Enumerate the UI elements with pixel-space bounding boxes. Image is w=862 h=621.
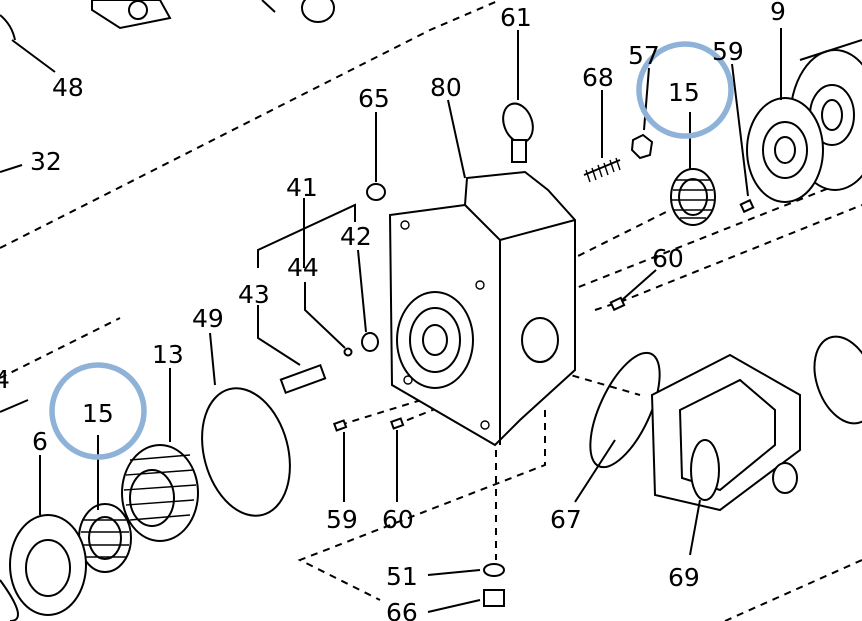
pin-60-bottom bbox=[389, 417, 405, 430]
pin-group-41 bbox=[257, 203, 379, 395]
highlight-circle-15-top bbox=[636, 41, 734, 139]
gear-15-top bbox=[670, 168, 716, 226]
callout-59-bottom: 59 bbox=[326, 505, 358, 534]
oring-right bbox=[813, 335, 862, 425]
plug-66 bbox=[483, 589, 505, 607]
callout-9: 9 bbox=[770, 0, 786, 26]
callout-32: 32 bbox=[30, 147, 62, 176]
callout-51: 51 bbox=[386, 562, 418, 591]
callout-43: 43 bbox=[238, 280, 270, 309]
callout-61: 61 bbox=[500, 3, 532, 32]
callout-60-bottom: 60 bbox=[382, 505, 414, 534]
gear-13 bbox=[121, 444, 199, 542]
top-left-parts bbox=[0, 0, 335, 41]
callout-66: 66 bbox=[386, 598, 418, 621]
pin-59-top bbox=[739, 198, 755, 214]
eyebolt-61 bbox=[502, 102, 534, 163]
callout-48: 48 bbox=[52, 73, 84, 102]
callout-labels: 48 32 61 9 57 59 68 15 65 80 41 42 44 43… bbox=[0, 0, 786, 621]
side-plate bbox=[746, 97, 824, 203]
callout-4: 4 bbox=[0, 365, 10, 394]
callout-41: 41 bbox=[286, 173, 318, 202]
leader-lines bbox=[0, 28, 782, 613]
callout-65: 65 bbox=[358, 84, 390, 113]
callout-42: 42 bbox=[340, 222, 372, 251]
callout-15-top: 15 bbox=[668, 78, 700, 107]
callout-60-right: 60 bbox=[652, 244, 684, 273]
callout-59-top: 59 bbox=[712, 37, 744, 66]
housing-80 bbox=[388, 170, 576, 447]
callout-67: 67 bbox=[550, 505, 582, 534]
washer-51 bbox=[483, 563, 505, 577]
callout-6: 6 bbox=[32, 427, 48, 456]
callout-13: 13 bbox=[152, 340, 184, 369]
cover-69 bbox=[650, 353, 801, 512]
plate-6 bbox=[0, 514, 87, 621]
nut-57 bbox=[630, 133, 654, 160]
callout-80: 80 bbox=[430, 73, 462, 102]
callout-57: 57 bbox=[628, 41, 660, 70]
callout-68: 68 bbox=[582, 63, 614, 92]
pin-60-right bbox=[609, 296, 626, 312]
callout-44: 44 bbox=[287, 253, 319, 282]
spring-68 bbox=[583, 157, 621, 183]
callout-15-left: 15 bbox=[82, 399, 114, 428]
plug-65 bbox=[366, 183, 386, 201]
callout-69: 69 bbox=[668, 563, 700, 592]
callout-49: 49 bbox=[192, 304, 224, 333]
pin-59-bottom bbox=[332, 419, 348, 432]
highlight-circle-15-left bbox=[49, 362, 147, 460]
oring-49 bbox=[201, 387, 291, 517]
